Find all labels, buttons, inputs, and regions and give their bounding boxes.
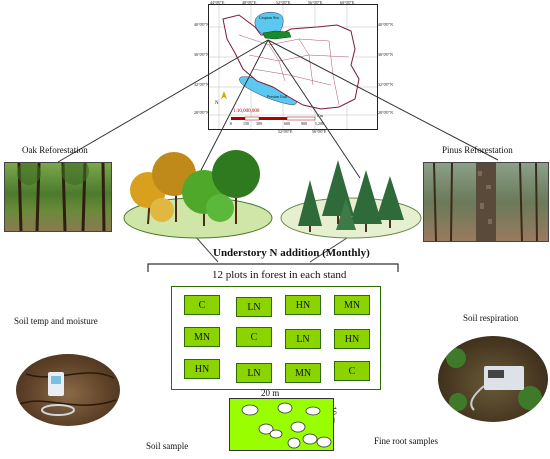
oak-forest-photo	[4, 162, 112, 232]
pinus-label: Pinus Reforestation	[442, 145, 513, 155]
study-area-map: Caspian Sea Persian Gulf 1:10,000,000 N …	[208, 4, 378, 130]
lon-tick: 56°0'0"E	[308, 0, 323, 5]
scale-tick: 150	[243, 121, 249, 126]
plot-cell: MN	[285, 363, 321, 383]
plot-cell: LN	[236, 363, 272, 383]
study-area-marker	[262, 30, 292, 40]
pinus-forest-photo	[423, 162, 549, 242]
plot-cell: C	[236, 327, 272, 347]
lat-tick: 36°0'0"N	[378, 52, 393, 57]
scale-unit: Km	[317, 113, 323, 118]
lon-tick: 60°0'0"E	[340, 0, 355, 5]
oak-label: Oak Reforestation	[22, 145, 88, 155]
oak-stand-illustration	[118, 140, 278, 240]
plot-cell: LN	[236, 297, 272, 317]
lon-tick: 48°0'0"E	[242, 0, 257, 5]
plot-cell: MN	[184, 327, 220, 347]
lat-tick: 36°0'0"N	[194, 52, 209, 57]
plot-cell: HN	[285, 295, 321, 315]
lat-tick: 40°0'0"N	[378, 22, 393, 27]
persian-gulf-label: Persian Gulf	[267, 94, 288, 99]
iran-map-graphic	[209, 5, 377, 129]
plot-cell: HN	[334, 329, 370, 349]
plot-cell: MN	[334, 295, 370, 315]
plot-layout-frame: C LN HN MN MN C LN HN HN LN MN C	[171, 286, 381, 390]
soil-core-icons	[241, 402, 332, 449]
lat-tick: 28°0'0"N	[194, 110, 209, 115]
plot-cell: HN	[184, 359, 220, 379]
caspian-sea-label: Caspian Sea	[259, 15, 279, 20]
north-arrow-label: N	[215, 101, 219, 106]
lat-tick: 40°0'0"N	[194, 22, 209, 27]
scale-tick: 1,200	[315, 121, 324, 126]
soil-sample-label: Soil sample	[146, 441, 189, 451]
lon-tick: 52°0'0"E	[276, 0, 291, 5]
plot-cell: LN	[285, 329, 321, 349]
scale-tick: 300	[256, 121, 262, 126]
scale-bar	[231, 116, 316, 121]
lat-tick: 28°0'0"N	[378, 110, 393, 115]
fine-root-label: Fine root samples	[374, 436, 438, 446]
lat-tick: 32°0'0"N	[378, 82, 393, 87]
plot-cell: C	[184, 295, 220, 315]
map-scale-label: 1:10,000,000	[233, 109, 260, 114]
north-arrow-icon	[221, 91, 227, 99]
scale-tick: 900	[301, 121, 307, 126]
lon-tick: 56°0'0"E	[312, 129, 327, 134]
treatment-label: Understory N addition (Monthly)	[213, 247, 370, 259]
soil-temp-photo	[16, 354, 120, 426]
plot-cell: C	[334, 361, 370, 381]
lon-tick: 52°0'0"E	[278, 129, 293, 134]
plots-caption: 12 plots in forest in each stand	[212, 269, 347, 281]
soil-respiration-label: Soil respiration	[463, 313, 519, 323]
soil-respiration-photo	[438, 336, 548, 422]
soil-temp-label: Soil temp and moisture	[14, 316, 98, 326]
lon-tick: 44°0'0"E	[210, 0, 225, 5]
scale-tick: 0	[230, 121, 232, 126]
sample-plot	[229, 398, 334, 451]
plot-width-label: 20 m	[261, 388, 280, 398]
scale-tick: 600	[284, 121, 290, 126]
lat-tick: 32°0'0"N	[194, 82, 209, 87]
pinus-stand-illustration	[276, 140, 426, 240]
